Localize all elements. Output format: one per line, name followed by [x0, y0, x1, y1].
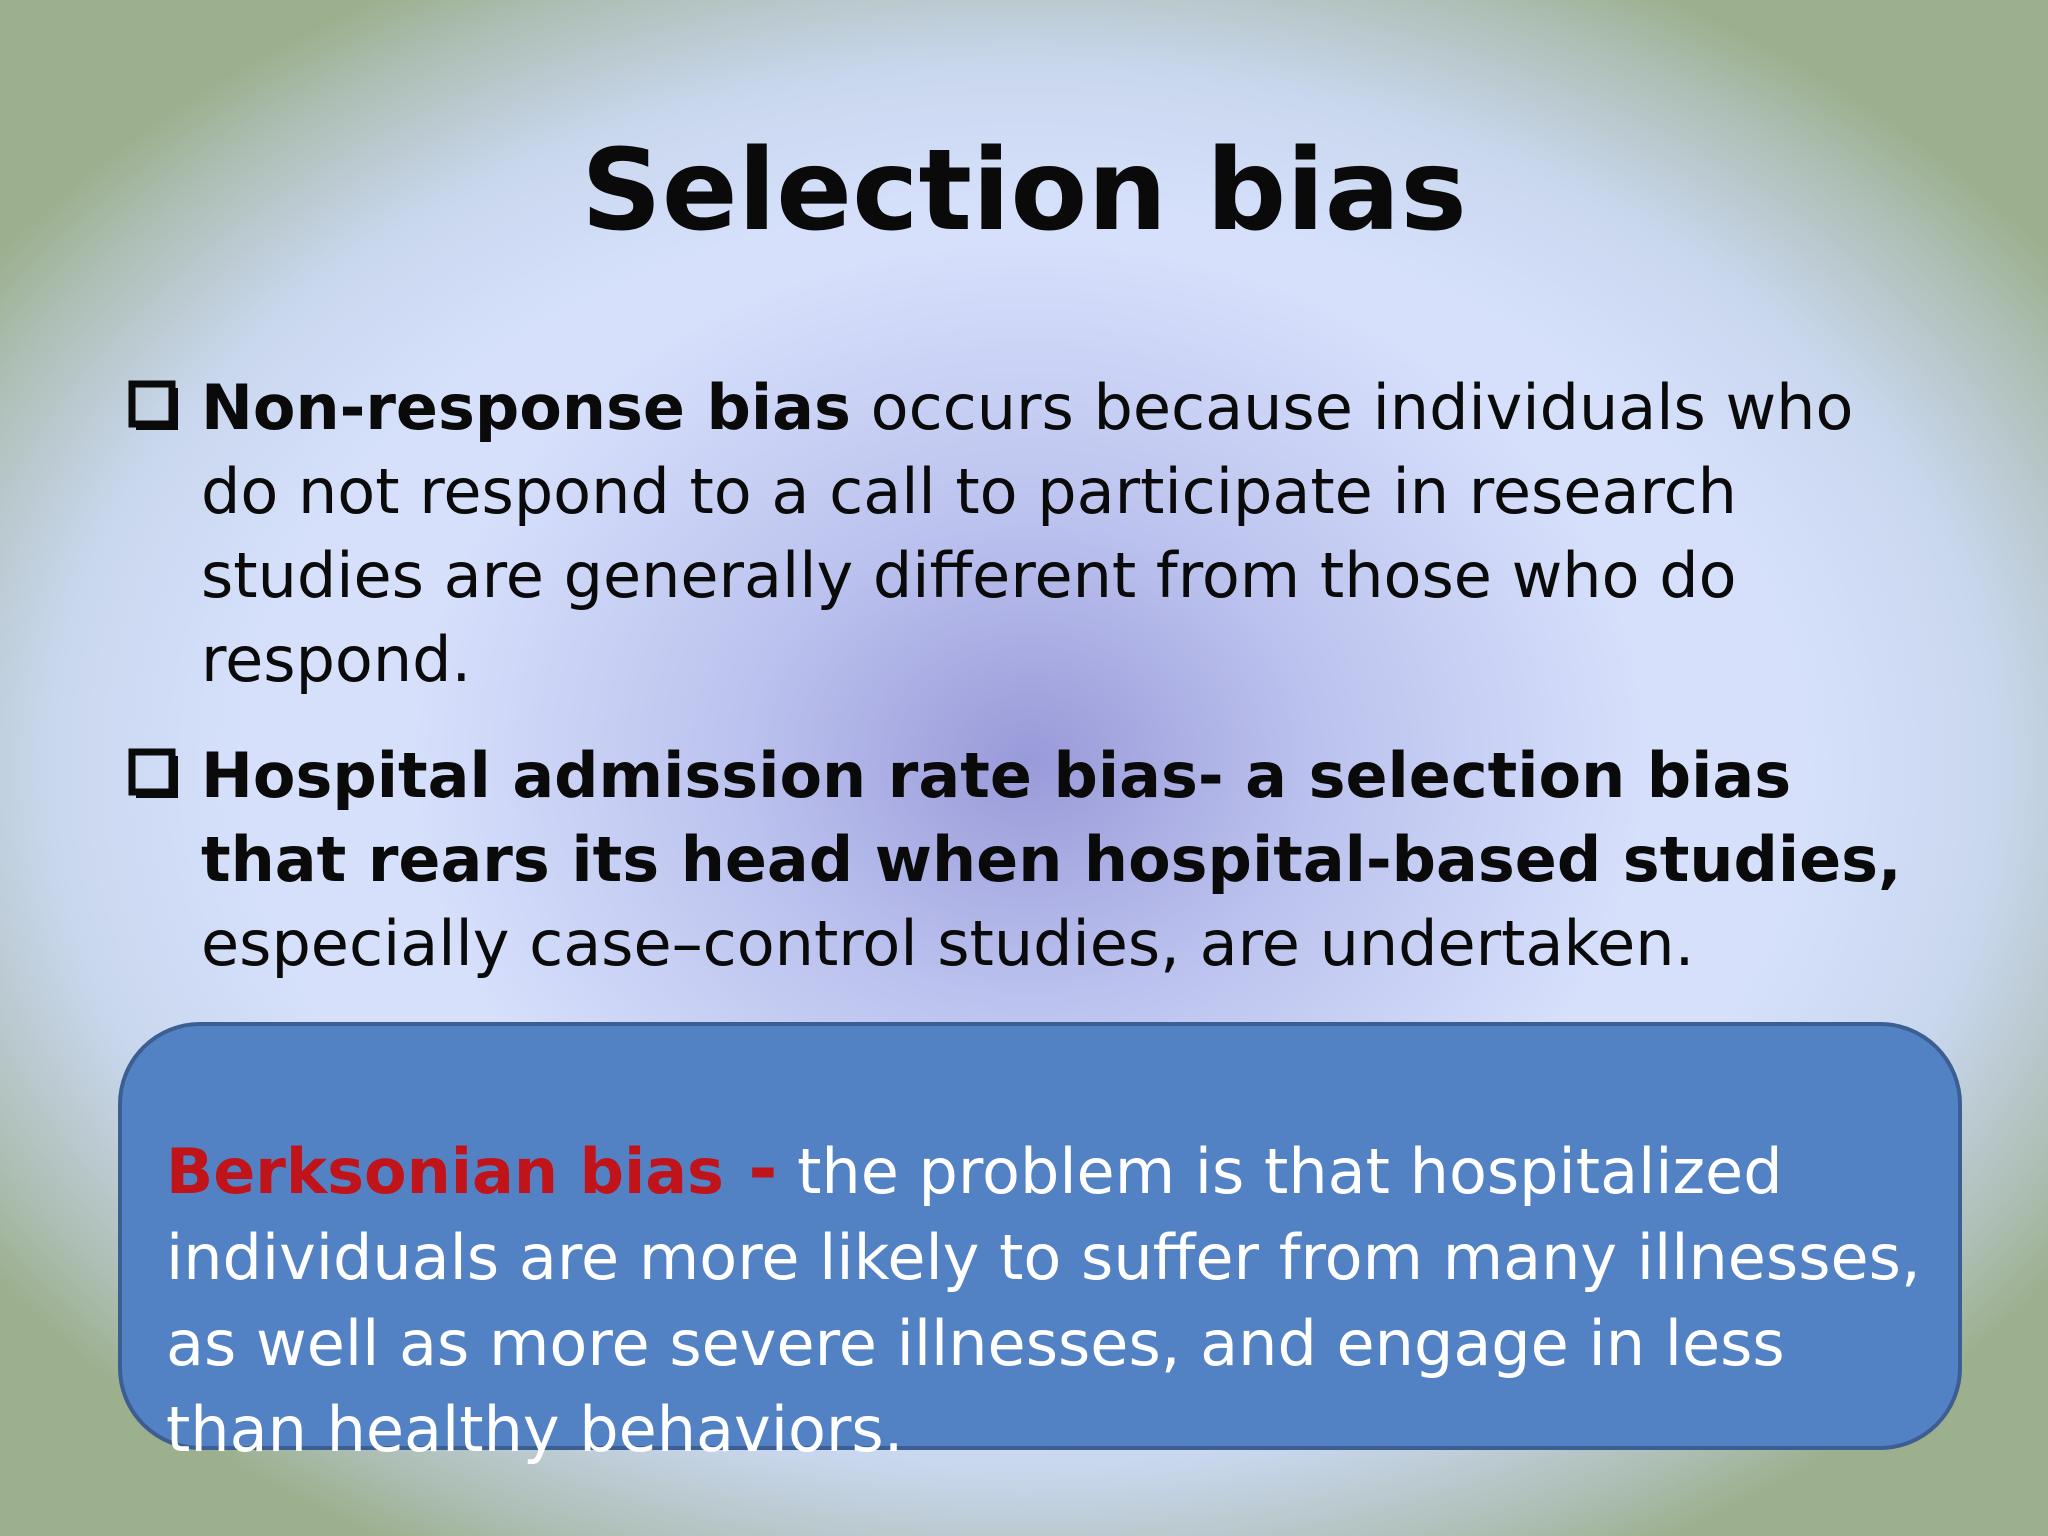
callout-term: Berksonian bias	[166, 1135, 724, 1208]
bullet-term: Hospital admission rate bias- a selectio…	[201, 739, 1902, 896]
checkbox-outline-icon	[128, 380, 178, 430]
bullet-description: especially case–control studies, are und…	[201, 907, 1695, 980]
bullet-text: Non-response bias occurs because individ…	[201, 366, 1921, 702]
callout-dash: -	[723, 1128, 778, 1210]
bullet-text: Hospital admission rate bias- a selectio…	[201, 734, 1921, 986]
bullet-non-response-bias: Non-response bias occurs because individ…	[128, 366, 1928, 702]
callout-description: the problem is that hospitalized individ…	[166, 1135, 1921, 1466]
slide-title: Selection bias	[581, 126, 1467, 256]
bullet-term: Non-response bias	[201, 371, 851, 444]
bullet-description: occurs because individuals who do not re…	[201, 371, 1854, 696]
checkbox-outline-icon	[128, 748, 178, 798]
callout-text: Berksonian bias - the problem is that ho…	[166, 1126, 1926, 1473]
bullet-hospital-admission-rate-bias: Hospital admission rate bias- a selectio…	[128, 734, 1928, 986]
berksonian-bias-callout: Berksonian bias - the problem is that ho…	[118, 1022, 1962, 1466]
